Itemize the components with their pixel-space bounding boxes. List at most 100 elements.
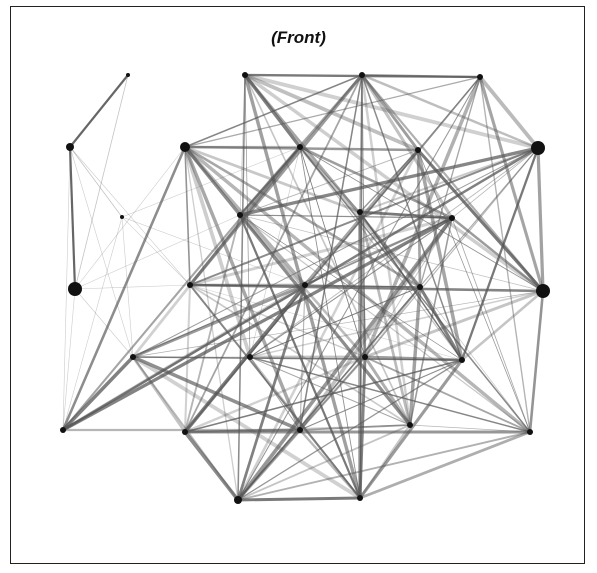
graph-edge <box>304 284 421 288</box>
graph-edge <box>132 355 361 500</box>
graph-edge <box>61 355 135 432</box>
graph-edge <box>62 146 71 431</box>
graph-edge <box>249 286 421 358</box>
graph-node <box>237 212 243 218</box>
graph-node <box>180 142 190 152</box>
graph-edge <box>244 74 411 426</box>
graph-node <box>531 141 545 155</box>
graph-edge <box>188 73 364 287</box>
graph-node <box>527 429 533 435</box>
graph-edge <box>239 214 544 292</box>
graph-edge <box>184 76 481 148</box>
graph-edge <box>409 424 531 433</box>
graph-node <box>359 72 365 78</box>
graph-edge <box>121 216 134 358</box>
graph-edge <box>74 146 186 290</box>
graph-edge <box>74 284 191 290</box>
graph-edge <box>62 216 123 431</box>
graph-edge <box>237 424 411 501</box>
graph-node <box>459 357 465 363</box>
graph-edge <box>239 149 419 216</box>
graph-edge <box>243 73 545 293</box>
graph-edge <box>478 75 540 150</box>
graph-edge <box>249 147 539 358</box>
graph-edge <box>244 73 539 150</box>
graph-node <box>357 209 363 215</box>
graph-edge <box>361 73 539 150</box>
graph-edge <box>183 430 240 502</box>
graph-edge <box>359 424 411 499</box>
graph-edge <box>451 217 544 292</box>
graph-edge <box>131 356 187 433</box>
graph-node <box>60 427 66 433</box>
graph-edge <box>132 355 301 432</box>
figure-title: (Front) <box>271 28 326 47</box>
graph-edge <box>184 359 463 433</box>
graph-edge <box>68 146 77 290</box>
graph-edge <box>239 214 531 433</box>
graph-node <box>477 74 483 80</box>
graph-edge <box>237 286 421 501</box>
graph-edge <box>359 210 453 220</box>
graph-edge <box>183 145 532 434</box>
graph-node <box>417 284 423 290</box>
graph-edge <box>121 216 306 286</box>
graph-edge <box>74 74 129 290</box>
graph-edge <box>237 496 361 502</box>
graph-node <box>407 422 413 428</box>
graph-node <box>362 354 368 360</box>
graph-edge <box>416 149 464 361</box>
graph-edge <box>69 146 191 286</box>
graph-edge <box>299 429 361 499</box>
graph-edge <box>236 284 307 501</box>
graph-node <box>130 354 136 360</box>
graph-edge <box>132 283 306 359</box>
graph-node <box>297 427 303 433</box>
graph-node <box>302 282 308 288</box>
graph-edge <box>184 74 363 433</box>
graph-edge <box>361 73 481 79</box>
graph-node <box>415 147 421 153</box>
graph-node <box>357 495 363 501</box>
graph-edge <box>239 214 453 219</box>
graph-edge <box>249 356 411 426</box>
graph-edge <box>479 76 531 433</box>
graph-node <box>66 143 74 151</box>
graph-edge <box>189 283 544 293</box>
graph-edge <box>358 211 412 426</box>
graph-edge <box>236 428 302 502</box>
graph-edge <box>69 146 134 358</box>
graph-node <box>68 282 82 296</box>
graph-edge <box>363 356 412 426</box>
graph-edge <box>237 431 531 501</box>
graph-edge <box>359 430 531 500</box>
graph-edge <box>299 145 453 220</box>
graph-edge <box>299 359 463 431</box>
graph-node <box>234 496 242 504</box>
graph-edge <box>184 146 191 286</box>
graph-edge <box>451 217 531 433</box>
graph-edge <box>528 290 545 433</box>
graph-edge <box>132 290 544 358</box>
graph-node <box>187 282 193 288</box>
graph-edge <box>359 211 463 361</box>
graph-edge <box>62 288 76 431</box>
graph-edge <box>299 146 361 213</box>
graph-edge <box>237 359 463 501</box>
graph-node <box>120 215 124 219</box>
graph-node <box>449 215 455 221</box>
graph-edge <box>364 289 544 359</box>
graph-edge <box>184 355 366 434</box>
graph-edge <box>69 74 129 148</box>
edges <box>61 73 545 502</box>
graph-edge <box>239 146 539 217</box>
graph-edge <box>249 356 301 431</box>
graph-edge <box>62 146 301 431</box>
graph-edge <box>238 214 362 499</box>
graph-edge <box>364 147 539 358</box>
graph-edge <box>132 147 539 358</box>
nodes <box>60 72 550 504</box>
graph-edge <box>364 355 463 362</box>
graph-node <box>242 72 248 78</box>
